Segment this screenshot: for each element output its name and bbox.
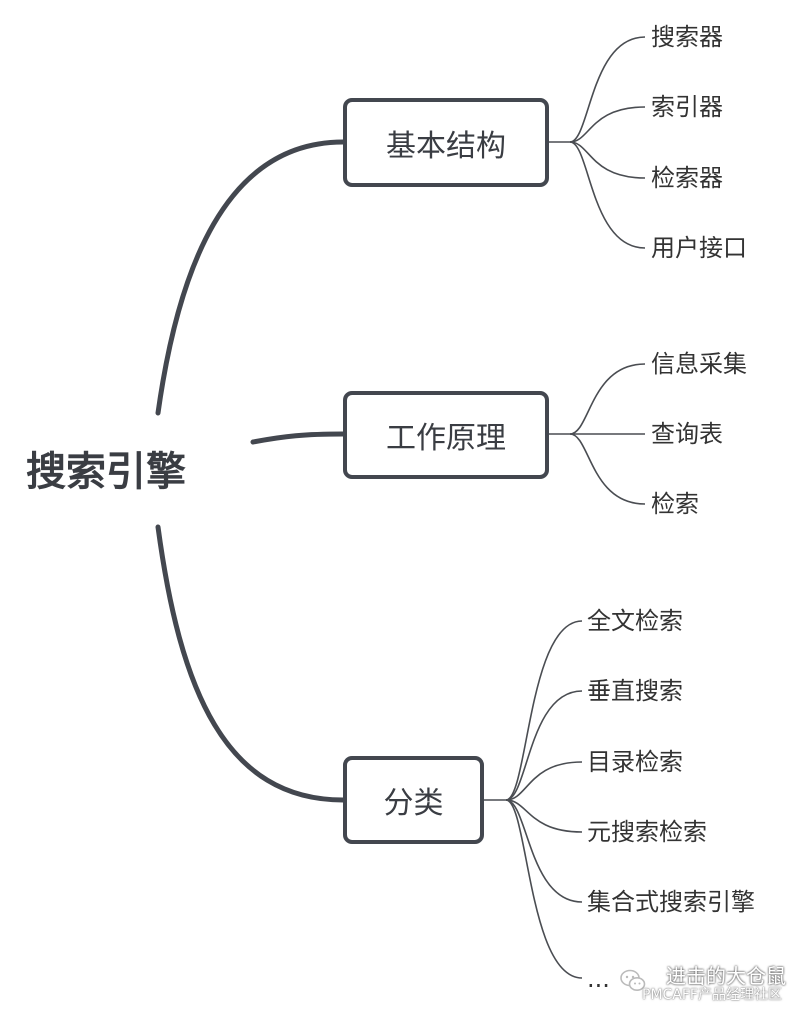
root-connector-basic-structure	[155, 139, 346, 416]
leaf-node: 目录检索	[587, 748, 683, 776]
leaf-connector-2-2	[505, 761, 583, 801]
leaf-node: 垂直搜索	[587, 677, 683, 705]
leaf-node: 检索器	[651, 164, 723, 192]
leaf-node: 全文检索	[587, 607, 683, 635]
leaf-node: 信息采集	[651, 350, 747, 378]
leaf-node: 元搜索检索	[587, 818, 707, 846]
leaf-connector-0-1	[569, 106, 646, 143]
leaf-connector-1-2	[569, 433, 646, 505]
root-connector-classification	[155, 524, 346, 803]
leaf-connector-0-3	[569, 141, 646, 249]
leaf-connector-0-2	[569, 141, 646, 179]
root-connector-working-principle	[250, 431, 346, 445]
leaf-connector-2-1	[505, 690, 583, 801]
leaf-node: 集合式搜索引擎	[587, 888, 755, 916]
leaf-node: 查询表	[651, 420, 723, 448]
branch-label: 基本结构	[386, 128, 506, 164]
branch-node-working-principle: 工作原理	[343, 391, 549, 479]
branch-label: 工作原理	[386, 421, 506, 456]
leaf-node: ...	[587, 965, 610, 993]
leaf-node: 用户接口	[651, 234, 747, 262]
leaf-node: 检索	[651, 490, 699, 518]
leaf-connector-2-3	[505, 799, 583, 833]
leaf-connector-2-0	[505, 620, 583, 801]
branch-node-classification: 分类	[343, 756, 484, 844]
leaf-connector-2-5	[505, 799, 583, 979]
branch-label: 分类	[383, 786, 444, 821]
branch-node-basic-structure: 基本结构	[343, 98, 549, 187]
leaf-connector-1-0	[569, 363, 646, 435]
leaf-node: 索引器	[651, 93, 723, 121]
leaf-connector-0-0	[569, 36, 646, 143]
leaf-connector-2-4	[505, 799, 583, 903]
leaf-node: 搜索器	[651, 23, 723, 51]
root-node-label: 搜索引擎	[26, 449, 186, 495]
